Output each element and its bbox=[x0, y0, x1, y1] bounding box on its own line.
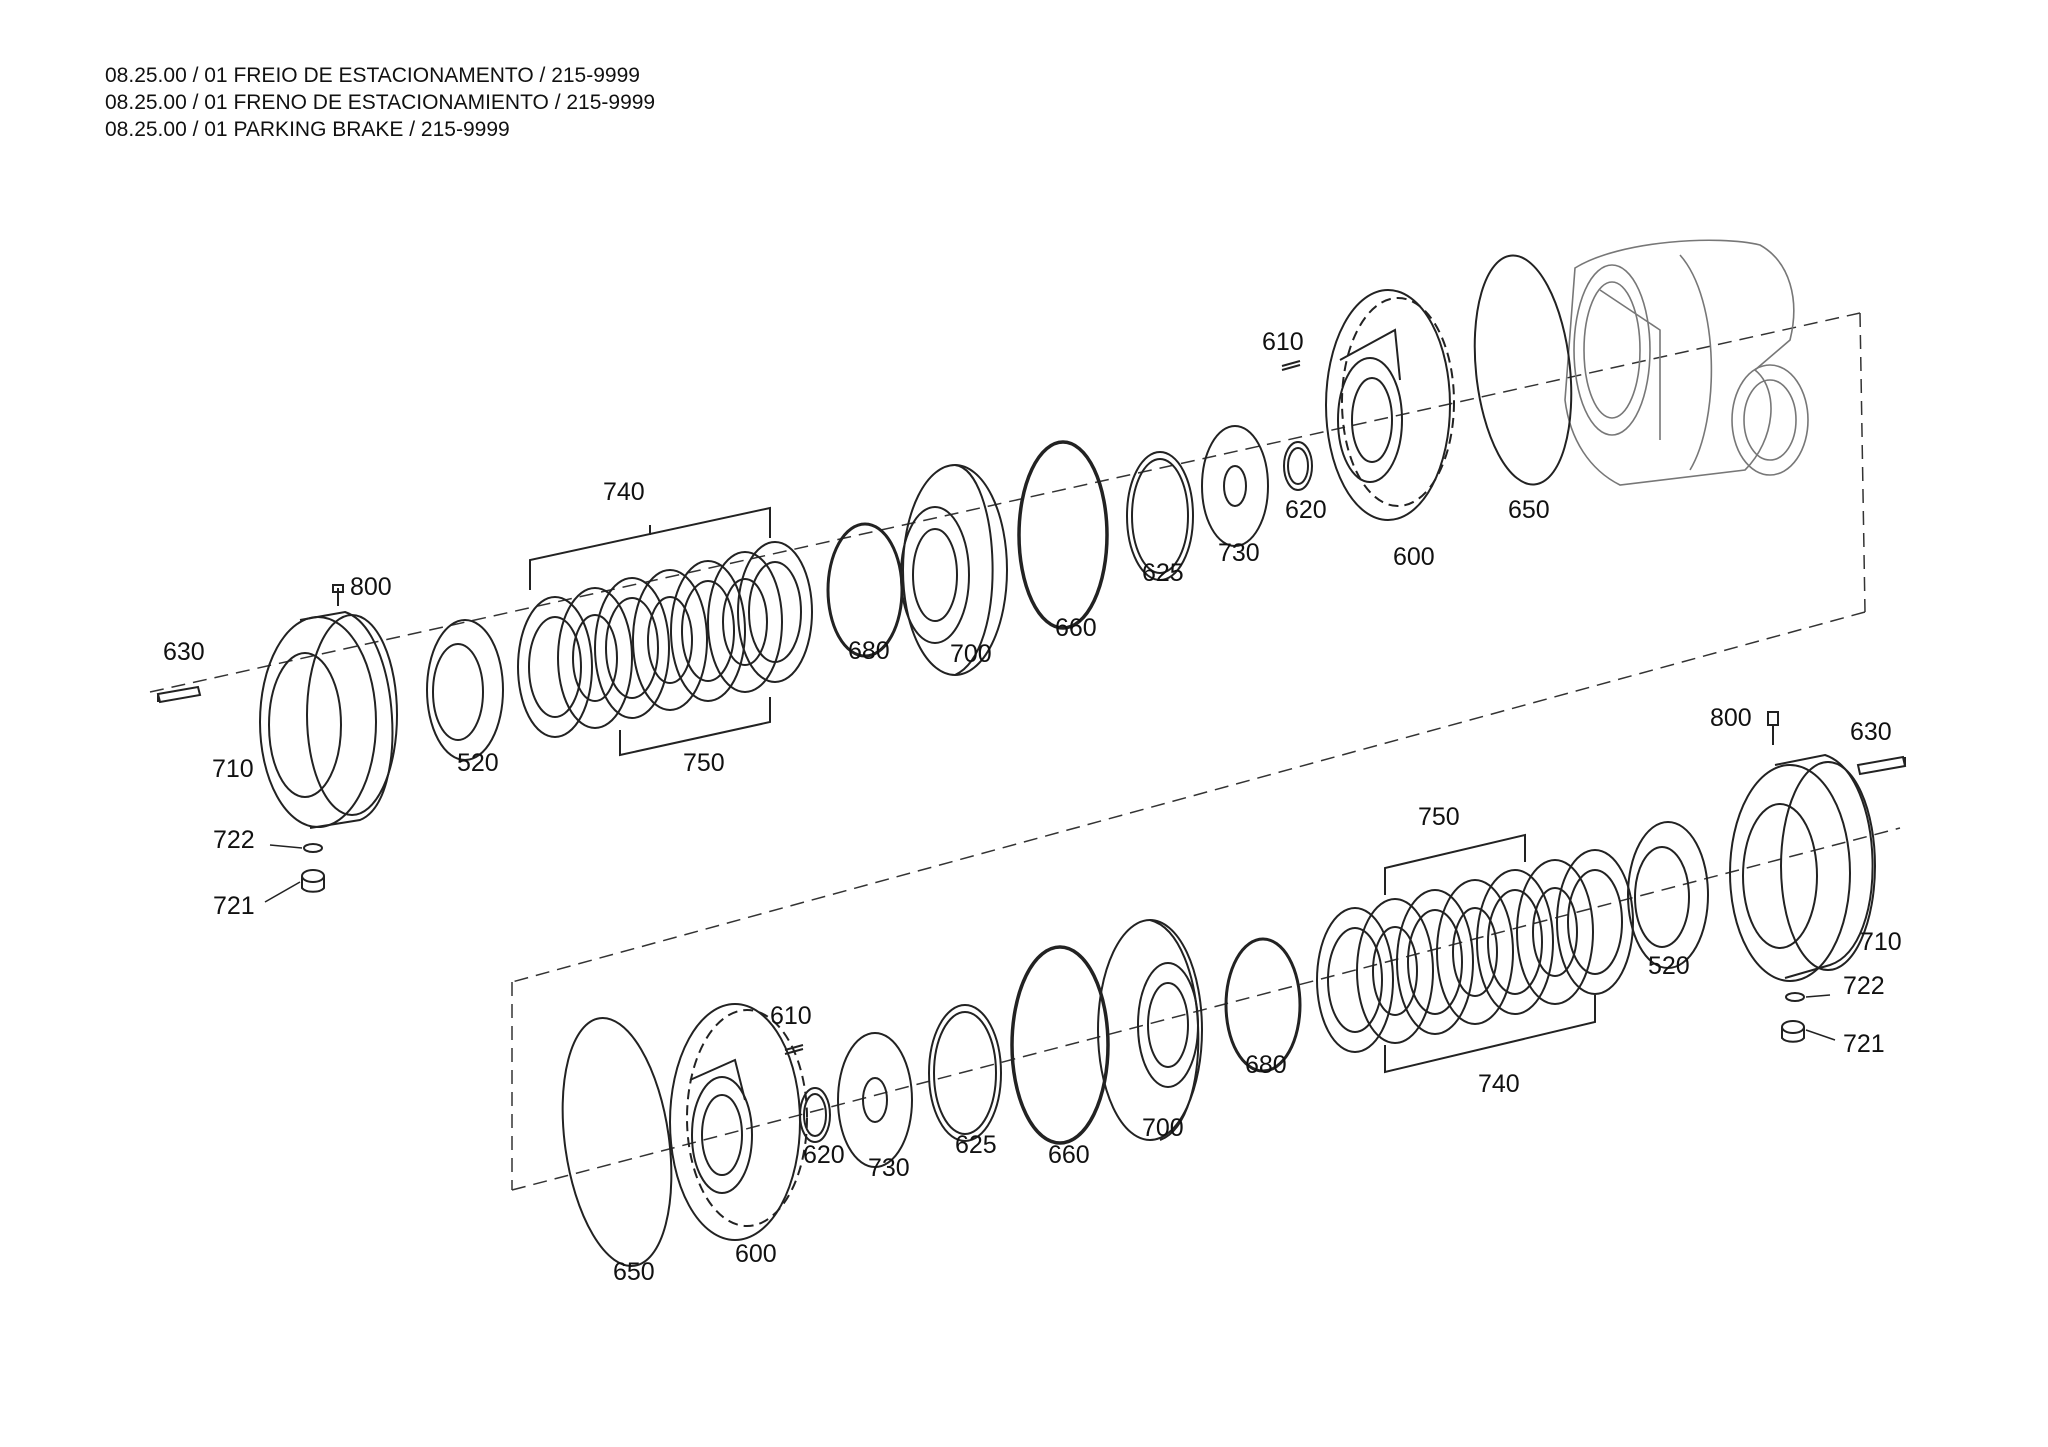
bottom-oring-722 bbox=[1785, 992, 1805, 1002]
callout-top-710: 710 bbox=[212, 755, 254, 783]
callout-bottom-721: 721 bbox=[1843, 1030, 1885, 1058]
callout-top-722: 722 bbox=[213, 826, 255, 854]
callout-bottom-680: 680 bbox=[1245, 1051, 1287, 1079]
top-oring-722 bbox=[303, 843, 323, 853]
bottom-bracket-750 bbox=[1384, 833, 1526, 895]
top-oring-650 bbox=[1473, 254, 1573, 486]
bottom-piston-700 bbox=[1097, 919, 1203, 1141]
top-oring-680 bbox=[826, 522, 904, 658]
bottom-washer-730 bbox=[837, 1032, 913, 1168]
top-ring-625 bbox=[1126, 451, 1194, 581]
callout-bottom-625: 625 bbox=[955, 1131, 997, 1159]
bottom-housing-710 bbox=[1729, 753, 1876, 982]
bottom-ring-520 bbox=[1627, 821, 1709, 969]
bottom-ring-625 bbox=[928, 1004, 1002, 1142]
callout-top-520: 520 bbox=[457, 749, 499, 777]
top-ring-620 bbox=[1283, 441, 1313, 491]
bottom-bolt-630 bbox=[1856, 755, 1907, 776]
bottom-ring-620 bbox=[799, 1087, 831, 1143]
bottom-oring-650 bbox=[561, 1017, 673, 1267]
header-line-3: 08.25.00 / 01 PARKING BRAKE / 215-9999 bbox=[105, 118, 510, 141]
callout-bottom-740: 740 bbox=[1478, 1070, 1520, 1098]
callout-bottom-700: 700 bbox=[1142, 1114, 1184, 1142]
top-bleeder-800 bbox=[332, 584, 344, 606]
bottom-bracket-740 bbox=[1384, 995, 1596, 1074]
axis-lines bbox=[149, 312, 1901, 1191]
callout-bottom-650: 650 bbox=[613, 1258, 655, 1286]
callout-bottom-750: 750 bbox=[1418, 803, 1460, 831]
callout-top-620: 620 bbox=[1285, 496, 1327, 524]
top-oring-660 bbox=[1017, 440, 1109, 630]
callout-bottom-520: 520 bbox=[1648, 952, 1690, 980]
bottom-cover-600 bbox=[669, 1003, 808, 1241]
callout-bottom-800: 800 bbox=[1710, 704, 1752, 732]
top-leaders bbox=[264, 844, 303, 903]
callout-top-740: 740 bbox=[603, 478, 645, 506]
top-ring-520 bbox=[426, 619, 504, 761]
top-cover-600 bbox=[1325, 289, 1455, 521]
callout-bottom-610: 610 bbox=[770, 1002, 812, 1030]
bottom-oring-680 bbox=[1224, 937, 1302, 1073]
callout-top-625: 625 bbox=[1142, 559, 1184, 587]
top-plug-721 bbox=[301, 869, 325, 893]
bottom-disc-pack bbox=[1316, 849, 1634, 1053]
top-bracket-740 bbox=[529, 506, 771, 590]
axle-housing bbox=[1564, 239, 1809, 486]
top-housing-710 bbox=[259, 610, 398, 829]
top-bracket-750 bbox=[619, 697, 771, 757]
callout-top-700: 700 bbox=[950, 640, 992, 668]
bottom-screw-610 bbox=[784, 1044, 804, 1055]
callout-top-610: 610 bbox=[1262, 328, 1304, 356]
callout-top-650: 650 bbox=[1508, 496, 1550, 524]
callout-top-721: 721 bbox=[213, 892, 255, 920]
callout-top-630: 630 bbox=[163, 638, 205, 666]
callout-bottom-600: 600 bbox=[735, 1240, 777, 1268]
callout-bottom-722: 722 bbox=[1843, 972, 1885, 1000]
bottom-leaders bbox=[1805, 994, 1836, 1041]
callout-top-730: 730 bbox=[1218, 539, 1260, 567]
bottom-oring-660 bbox=[1010, 945, 1110, 1145]
header-line-2: 08.25.00 / 01 FRENO DE ESTACIONAMIENTO /… bbox=[105, 91, 656, 114]
bottom-plug-721 bbox=[1781, 1020, 1805, 1043]
callout-top-750: 750 bbox=[683, 749, 725, 777]
bottom-bleeder-800 bbox=[1767, 711, 1779, 745]
callout-top-660: 660 bbox=[1055, 614, 1097, 642]
callout-bottom-710: 710 bbox=[1860, 928, 1902, 956]
callout-top-600: 600 bbox=[1393, 543, 1435, 571]
top-washer-730 bbox=[1201, 425, 1269, 547]
callout-bottom-730: 730 bbox=[868, 1154, 910, 1182]
callout-bottom-660: 660 bbox=[1048, 1141, 1090, 1169]
header-line-1: 08.25.00 / 01 FREIO DE ESTACIONAMENTO / … bbox=[105, 64, 640, 87]
callout-bottom-630: 630 bbox=[1850, 718, 1892, 746]
top-bolt-630 bbox=[156, 685, 202, 704]
top-screw-610 bbox=[1281, 360, 1301, 371]
callout-top-800: 800 bbox=[350, 573, 392, 601]
callout-top-680: 680 bbox=[848, 637, 890, 665]
top-disc-pack bbox=[517, 541, 813, 738]
callout-bottom-620: 620 bbox=[803, 1141, 845, 1169]
